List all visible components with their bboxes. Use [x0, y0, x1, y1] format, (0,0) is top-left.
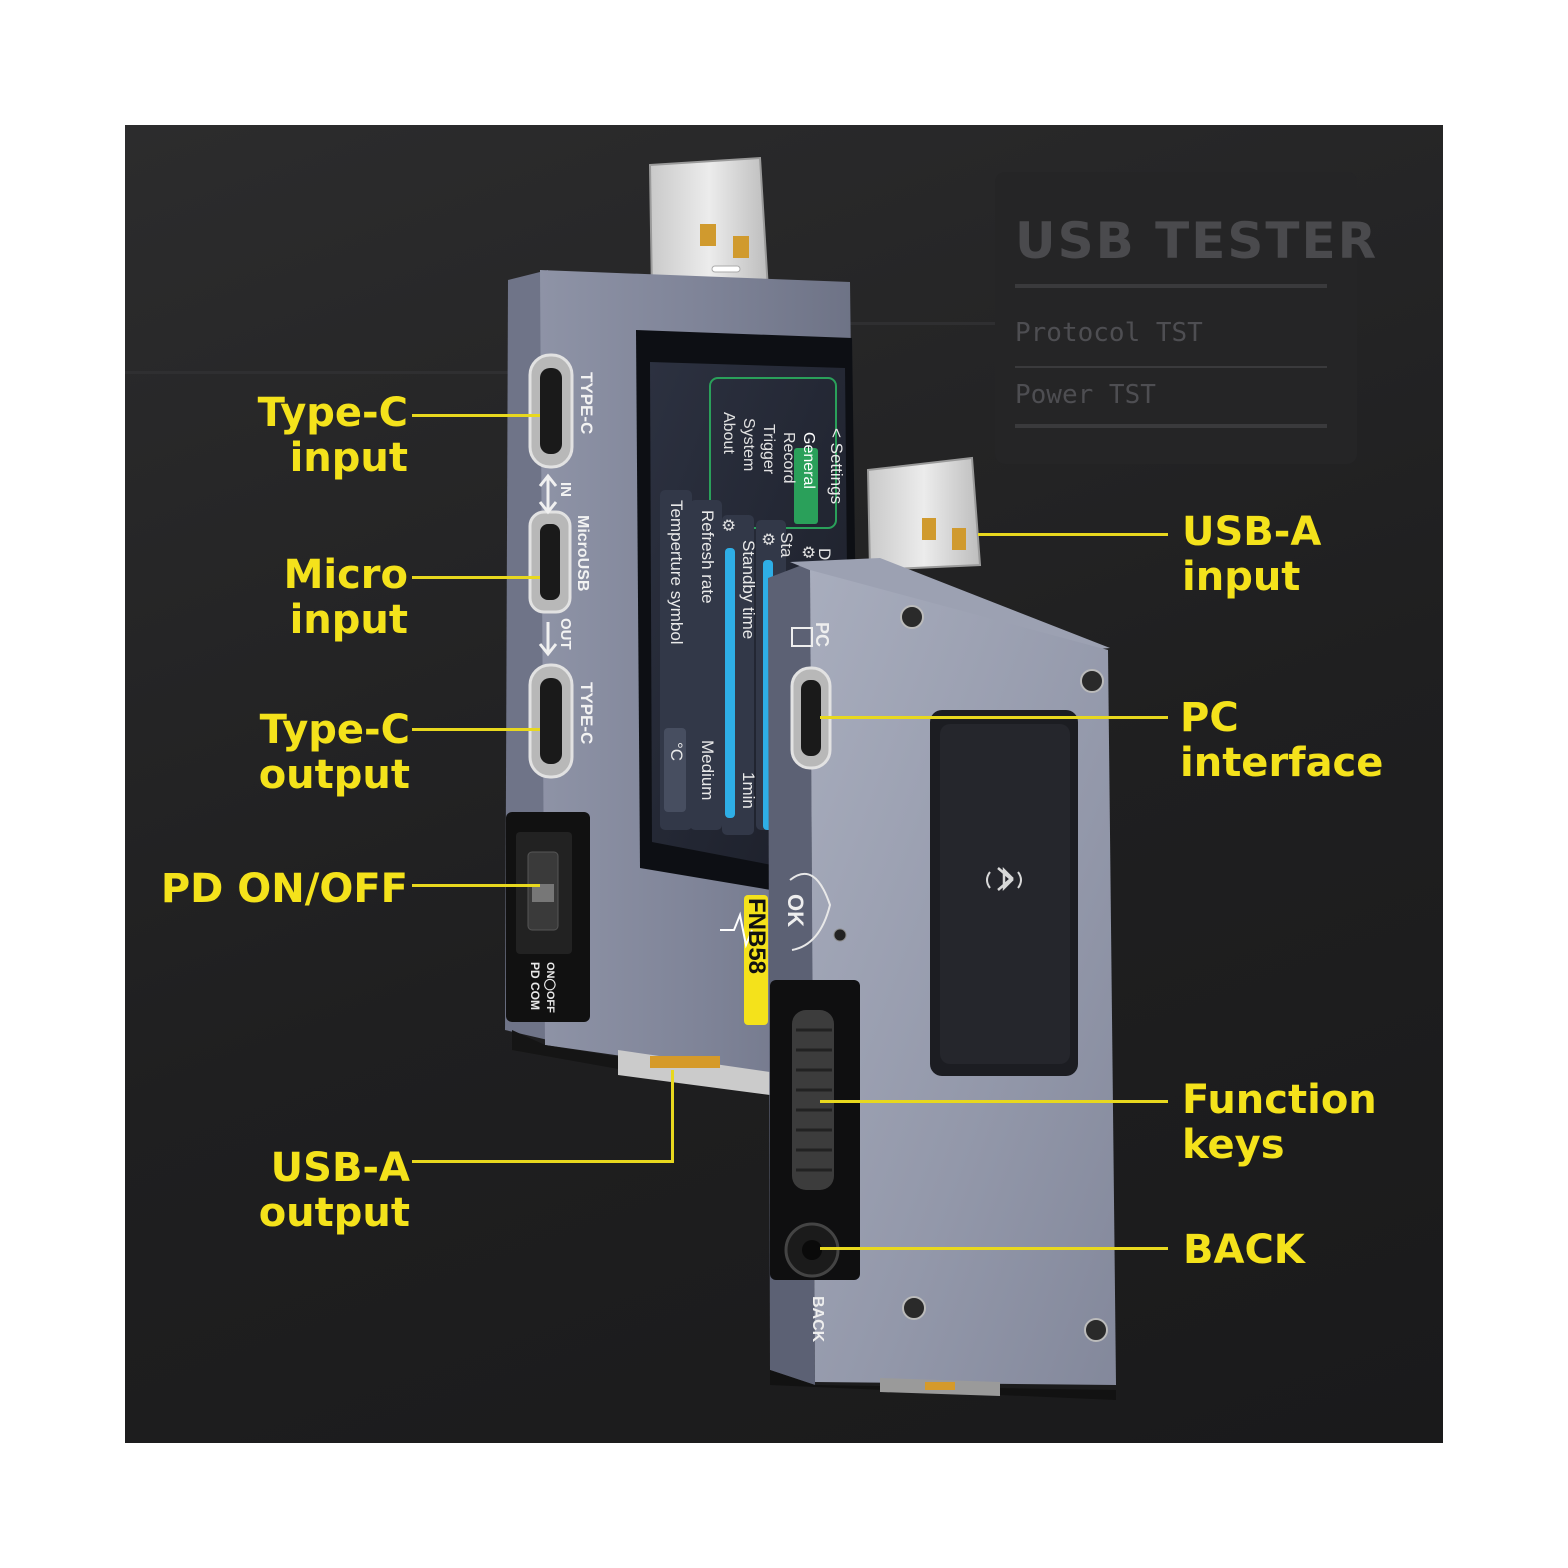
leader-line — [412, 884, 540, 887]
switch-label-pd-com: PD COM — [528, 962, 542, 1010]
card-divider — [1015, 284, 1327, 288]
bg-decor-line — [125, 371, 525, 374]
gear-icon: ⚙ — [759, 532, 776, 547]
leader-line — [978, 533, 1168, 536]
leader-line — [412, 414, 540, 417]
leader-line — [412, 1160, 674, 1163]
screen-row-value-refresh[interactable]: Medium — [698, 740, 717, 801]
screen-row-value-temperature[interactable]: °C — [667, 742, 686, 762]
card-line-power: Power TST — [1015, 380, 1156, 410]
usb-tester-card — [995, 172, 1357, 464]
gear-icon: ⚙ — [799, 545, 816, 560]
back-key-label: BACK — [809, 1296, 826, 1343]
port-label-microusb: MicroUSB — [574, 515, 591, 592]
gear-icon: ⚙ — [719, 518, 736, 533]
screen-row-cut-sta: Sta — [777, 532, 796, 558]
screen-menu-title: < Settings — [827, 428, 846, 505]
leader-line — [412, 576, 540, 579]
screen-menu-item-trigger[interactable]: Trigger — [760, 424, 777, 475]
leader-line — [820, 716, 1168, 719]
screen-menu-item-general[interactable]: General — [800, 432, 817, 489]
pc-port-label: PC — [812, 622, 832, 648]
model-name: FNB58 — [743, 898, 770, 975]
port-label-typec-bottom: TYPE-C — [577, 682, 596, 745]
screen-menu-item-record[interactable]: Record — [780, 432, 797, 484]
label-back: BACK — [1183, 1227, 1305, 1273]
screen-row-label-standby: Standby time — [739, 540, 758, 640]
label-pd-onoff: PD ON/OFF — [160, 866, 408, 912]
screen-menu-item-system[interactable]: System — [740, 418, 757, 472]
port-label-out: OUT — [557, 618, 574, 650]
port-label-typec-top: TYPE-C — [577, 372, 596, 435]
switch-label-on: ON◯OFF — [544, 962, 556, 1013]
ok-label: OK — [783, 894, 808, 927]
card-divider — [1015, 424, 1327, 428]
leader-line — [820, 1100, 1168, 1103]
card-title: USB TESTER — [1015, 212, 1379, 270]
card-line-protocol: Protocol TST — [1015, 318, 1203, 348]
card-divider — [1015, 366, 1327, 368]
leader-line — [820, 1247, 1168, 1250]
port-label-in: IN — [557, 482, 574, 497]
leader-line — [412, 728, 540, 731]
bg-decor-line — [760, 322, 995, 325]
screen-row-label-refresh: Refresh rate — [698, 510, 717, 604]
screen-row-value-standby[interactable]: 1min — [739, 772, 758, 809]
leader-line — [671, 1070, 674, 1163]
screen-row-label-temperature: Temperture symbol — [667, 500, 686, 645]
screen-menu-item-about[interactable]: About — [720, 412, 737, 454]
